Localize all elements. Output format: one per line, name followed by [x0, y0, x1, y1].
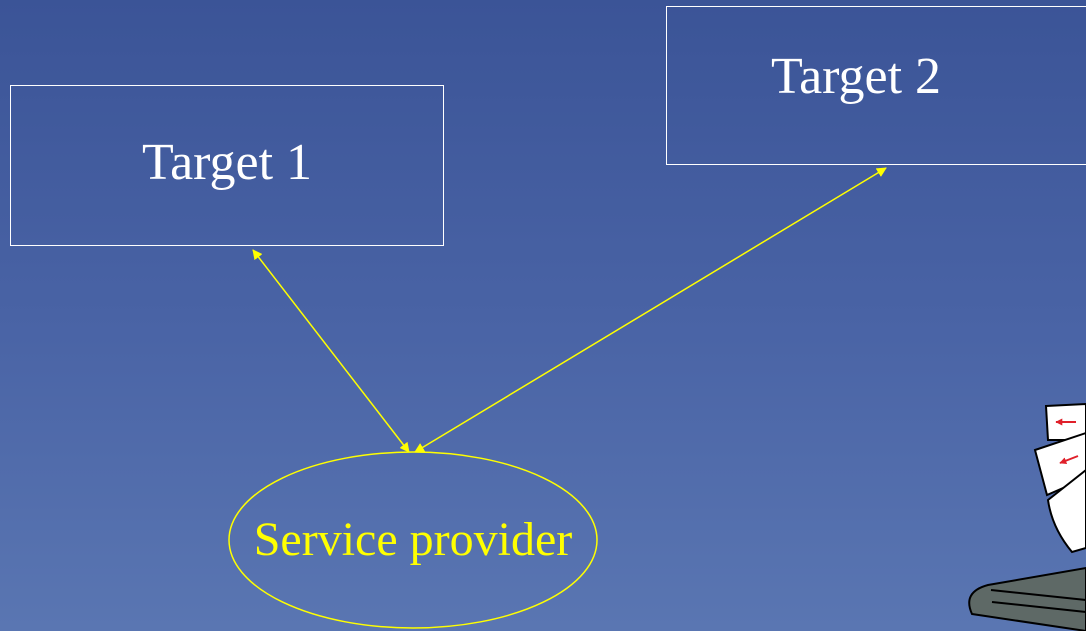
target-2-box: Target 2	[666, 6, 1086, 165]
connector-target1-provider	[252, 249, 410, 453]
target-1-label: Target 1	[141, 134, 313, 191]
target-1-box: Target 1	[10, 85, 444, 246]
target-2-label: Target 2	[770, 48, 942, 105]
service-provider-label: Service provider	[253, 513, 573, 566]
service-provider-ellipse	[228, 451, 598, 629]
papers-on-tray-icon	[968, 402, 1086, 631]
connector-target2-provider	[414, 167, 887, 453]
